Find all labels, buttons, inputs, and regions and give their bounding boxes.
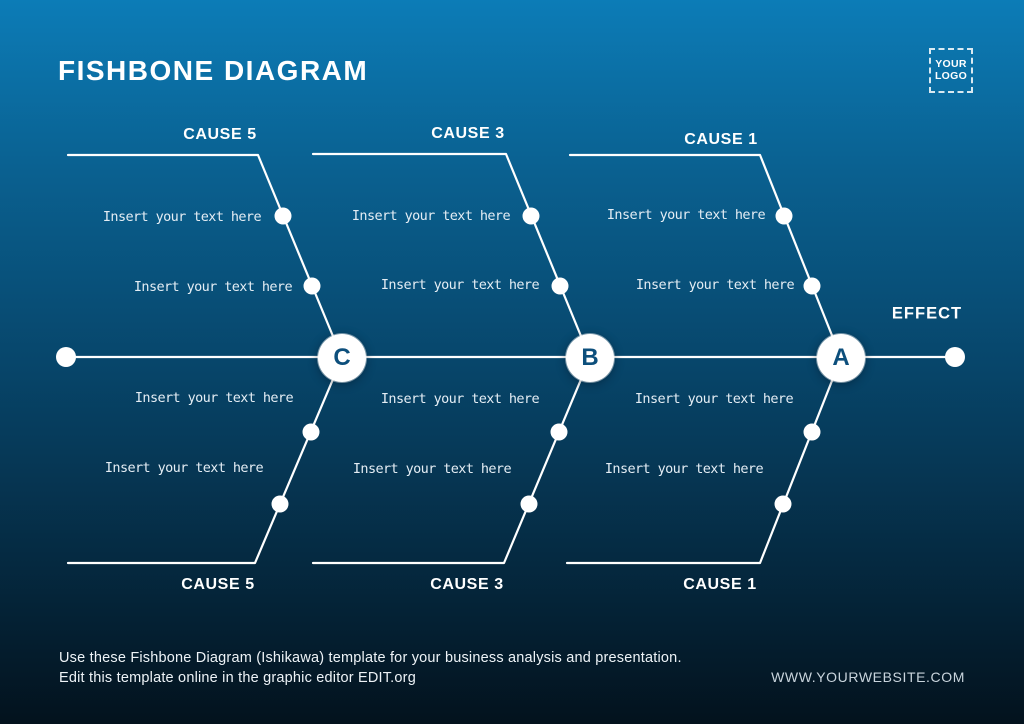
node-circle-b[interactable]: B (566, 334, 614, 382)
placeholder-text[interactable]: Insert your text here (635, 277, 795, 293)
logo-placeholder[interactable]: YOUR LOGO (929, 48, 973, 93)
spine-tail-dot (56, 347, 76, 367)
node-letter: C (333, 344, 351, 371)
branch-point-dot (774, 495, 792, 513)
cause-label-bottom-right[interactable]: CAUSE 1 (683, 576, 757, 593)
logo-text-line2: LOGO (934, 69, 968, 82)
branch-point-dot (550, 423, 568, 441)
branch-point-dot (520, 495, 538, 513)
cause-label-top-middle[interactable]: CAUSE 3 (431, 125, 505, 142)
branch-point-dot (775, 207, 793, 225)
cause-label-top-right[interactable]: CAUSE 1 (684, 131, 758, 148)
branch-point-dot (522, 207, 540, 225)
branch-top-left-line (66, 153, 344, 360)
branch-point-dot (271, 495, 289, 513)
branch-point-dot (803, 423, 821, 441)
footer-website-url[interactable]: WWW.YOURWEBSITE.COM (771, 669, 965, 685)
logo-text-line1: YOUR (935, 58, 967, 70)
branch-point-dot (803, 277, 821, 295)
branch-point-dot (274, 207, 292, 225)
branch-top-middle-line (311, 152, 592, 360)
spine-head-dot (945, 347, 965, 367)
placeholder-text[interactable]: Insert your text here (380, 277, 540, 293)
placeholder-text[interactable]: Insert your text here (604, 461, 764, 477)
cause-label-bottom-middle[interactable]: CAUSE 3 (430, 576, 504, 593)
node-circle-c[interactable]: C (318, 334, 366, 382)
placeholder-text[interactable]: Insert your text here (606, 207, 766, 223)
placeholder-text[interactable]: Insert your text here (351, 208, 511, 224)
effect-label[interactable]: EFFECT (891, 304, 963, 323)
placeholder-text[interactable]: Insert your text here (380, 391, 540, 407)
placeholder-text[interactable]: Insert your text here (102, 209, 262, 225)
cause-label-bottom-left[interactable]: CAUSE 5 (181, 576, 255, 593)
footer-description-line2: Edit this template online in the graphic… (59, 670, 416, 686)
footer-description-line1: Use these Fishbone Diagram (Ishikawa) te… (59, 650, 682, 666)
branch-point-dot (551, 277, 569, 295)
placeholder-text[interactable]: Insert your text here (133, 279, 293, 295)
node-circle-a[interactable]: A (817, 334, 865, 382)
branch-point-dot (302, 423, 320, 441)
placeholder-text[interactable]: Insert your text here (352, 461, 512, 477)
node-letter: B (581, 344, 599, 371)
branch-top-right-line (568, 153, 843, 360)
page-title[interactable]: FISHBONE DIAGRAM (58, 55, 369, 86)
placeholder-text[interactable]: Insert your text here (104, 460, 264, 476)
placeholder-text[interactable]: Insert your text here (134, 390, 294, 406)
node-letter: A (832, 344, 850, 371)
cause-label-top-left[interactable]: CAUSE 5 (183, 126, 257, 143)
branch-point-dot (303, 277, 321, 295)
placeholder-text[interactable]: Insert your text here (634, 391, 794, 407)
